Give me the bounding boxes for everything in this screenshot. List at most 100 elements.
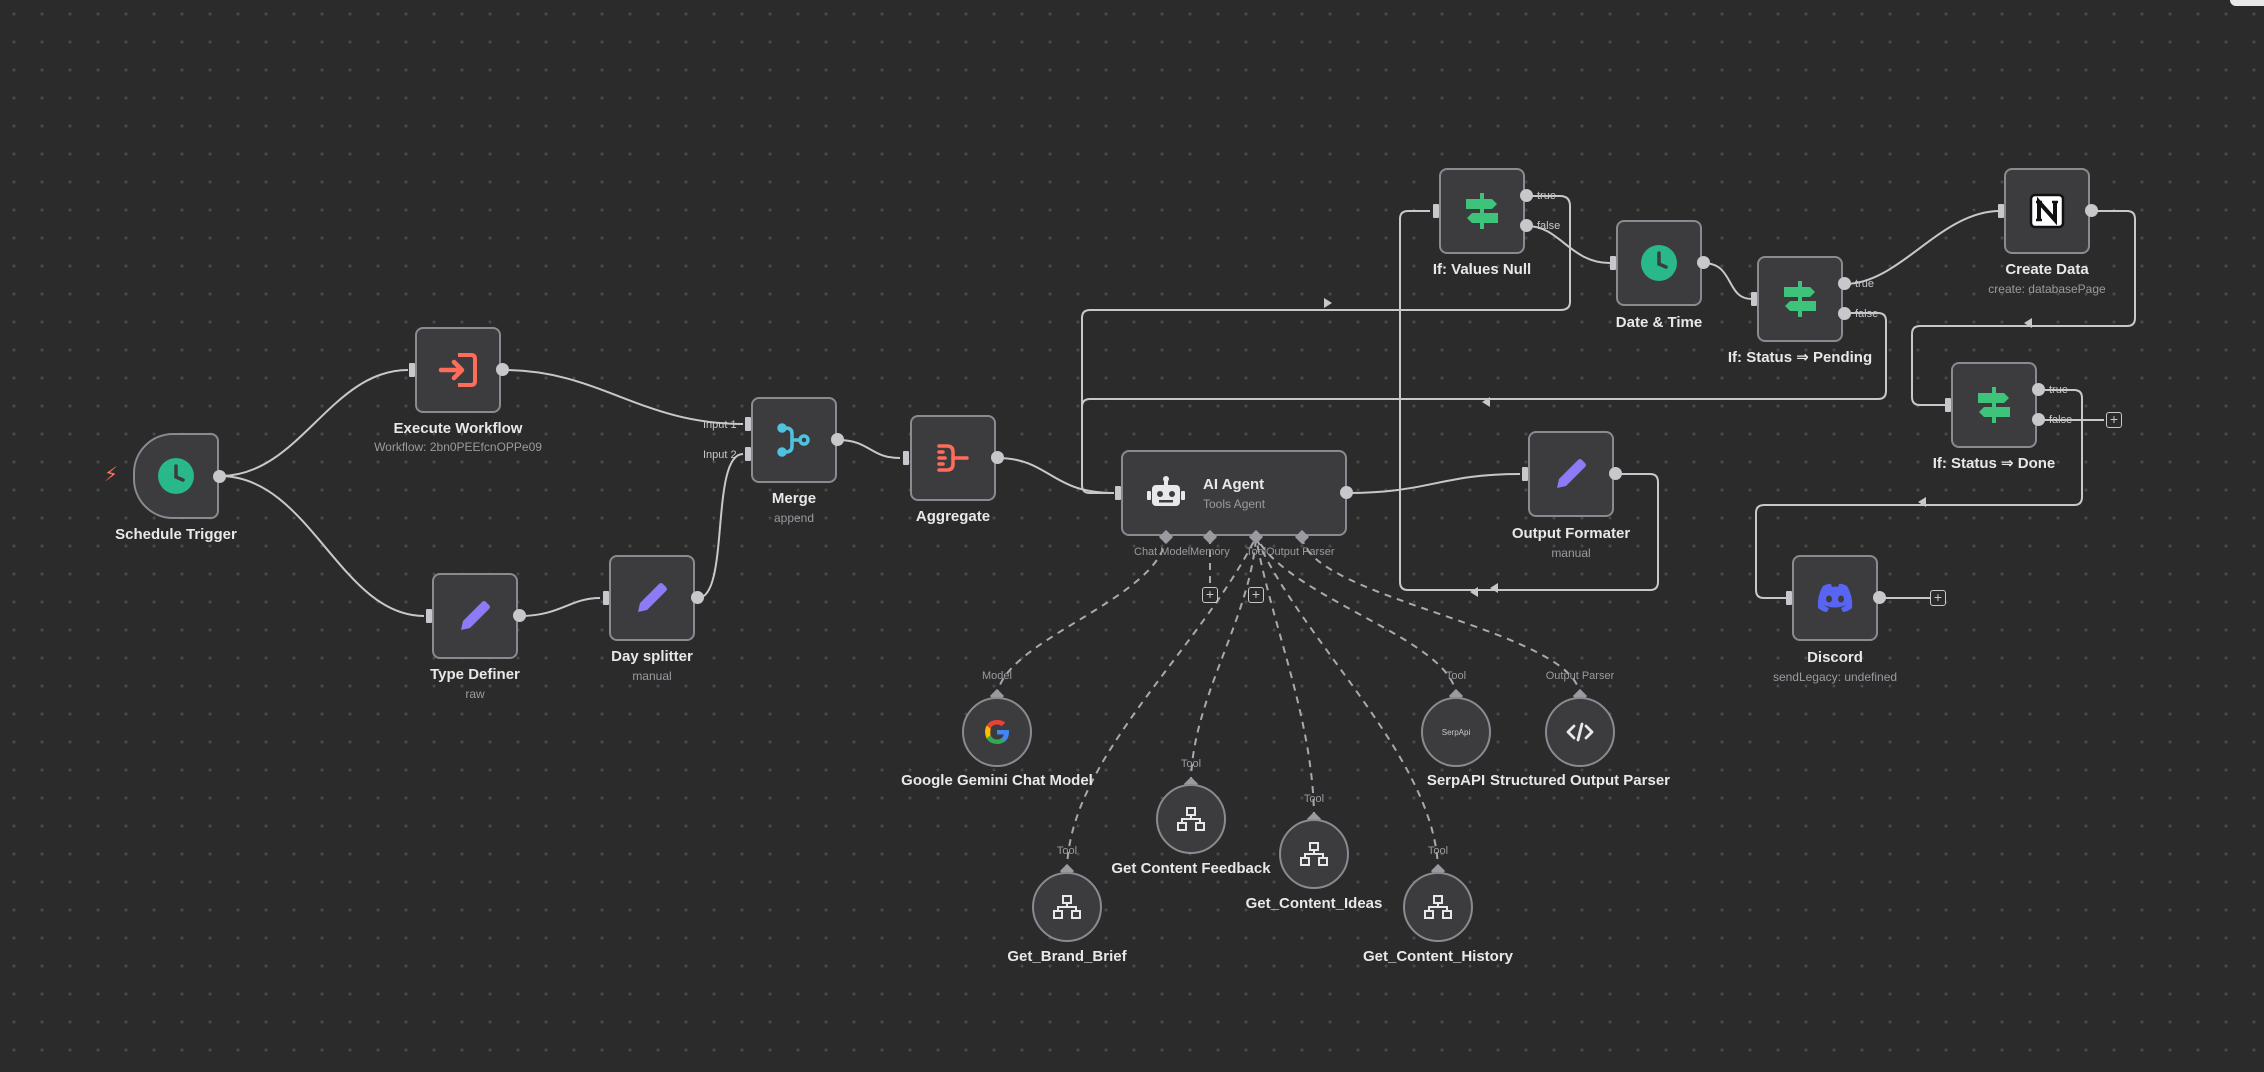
if-status-pending-label: If: Status ⇒ Pending xyxy=(1727,349,1873,366)
edge-ifnull-true-loop xyxy=(1081,195,1571,494)
if-status-done-node[interactable] xyxy=(1951,362,2037,448)
pencil-icon xyxy=(632,578,672,618)
get-content-ideas-node[interactable] xyxy=(1279,819,1349,889)
execute-workflow-sublabel: Workflow: 2bn0PEEfcnOPPe09 xyxy=(374,440,542,454)
edge-aggregate-agent xyxy=(996,457,1115,494)
if-values-null-true-label: true xyxy=(1537,190,1556,202)
day-splitter-sublabel: manual xyxy=(632,669,672,683)
if-status-pending-true-handle[interactable] xyxy=(1838,277,1851,290)
notion-icon xyxy=(2028,192,2066,230)
day-splitter-output-handle[interactable] xyxy=(691,591,704,604)
ai-agent-input-handle[interactable] xyxy=(1115,486,1121,500)
date-time-label: Date & Time xyxy=(1615,314,1703,331)
structured-output-parser-node[interactable] xyxy=(1545,697,1615,767)
execute-workflow-input-handle[interactable] xyxy=(409,363,415,377)
create-data-output-handle[interactable] xyxy=(2085,204,2098,217)
content-feedback-label: Get Content Feedback xyxy=(1111,860,1271,877)
edge-datetime-ifpending xyxy=(1702,262,1753,300)
get-content-feedback-node[interactable] xyxy=(1156,784,1226,854)
date-time-node[interactable] xyxy=(1616,220,1702,306)
pencil-icon xyxy=(1551,454,1591,494)
discord-label: Discord xyxy=(1807,649,1863,666)
discord-node[interactable] xyxy=(1792,555,1878,641)
if-status-done-add-button[interactable]: + xyxy=(2106,412,2122,428)
gemini-label: Google Gemini Chat Model xyxy=(901,772,1093,789)
execute-workflow-output-handle[interactable] xyxy=(496,363,509,376)
merge-input1-handle[interactable] xyxy=(745,417,751,431)
create-data-sublabel: create: databasePage xyxy=(1988,282,2106,296)
if-values-null-false-handle[interactable] xyxy=(1520,219,1533,232)
schedule-trigger-output-handle[interactable] xyxy=(213,470,226,483)
structured-parser-tag: Output Parser xyxy=(1545,670,1615,682)
discord-add-button[interactable]: + xyxy=(1930,590,1946,606)
if-values-null-node[interactable] xyxy=(1439,168,1525,254)
type-definer-input-handle[interactable] xyxy=(426,609,432,623)
if-status-pending-node[interactable] xyxy=(1757,256,1843,342)
discord-output-handle[interactable] xyxy=(1873,591,1886,604)
sitemap-icon xyxy=(1177,806,1205,832)
clock-icon xyxy=(156,456,196,496)
edge-history-tool xyxy=(1255,536,1439,873)
type-definer-sublabel: raw xyxy=(465,687,485,701)
if-status-done-false-handle[interactable] xyxy=(2032,413,2045,426)
if-status-pending-false-handle[interactable] xyxy=(1838,307,1851,320)
gemini-tag: Model xyxy=(982,670,1012,682)
output-formater-node[interactable] xyxy=(1528,431,1614,517)
add-memory-button[interactable]: + xyxy=(1202,587,1218,603)
type-definer-output-handle[interactable] xyxy=(513,609,526,622)
merge-output-handle[interactable] xyxy=(831,433,844,446)
create-data-node[interactable] xyxy=(2004,168,2090,254)
merge-node[interactable] xyxy=(751,397,837,483)
brand-brief-tag: Tool xyxy=(1056,845,1078,857)
date-time-output-handle[interactable] xyxy=(1697,256,1710,269)
aggregate-output-handle[interactable] xyxy=(991,451,1004,464)
sitemap-icon xyxy=(1053,894,1081,920)
google-icon xyxy=(983,718,1011,746)
if-status-done-true-handle[interactable] xyxy=(2032,383,2045,396)
ai-agent-node[interactable]: AI Agent Tools Agent xyxy=(1121,450,1347,536)
signpost-icon xyxy=(1462,191,1502,231)
signpost-icon xyxy=(1780,279,1820,319)
date-time-input-handle[interactable] xyxy=(1610,256,1616,270)
aggregate-node[interactable] xyxy=(910,415,996,501)
discord-input-handle[interactable] xyxy=(1786,591,1792,605)
create-data-input-handle[interactable] xyxy=(1998,204,2004,218)
ai-agent-tool-label: Tool xyxy=(1246,546,1267,558)
if-values-null-input-handle[interactable] xyxy=(1433,204,1439,218)
edge-pending-false-loop xyxy=(1081,312,1887,408)
discord-sublabel: sendLegacy: undefined xyxy=(1772,670,1898,684)
add-tool-button[interactable]: + xyxy=(1248,587,1264,603)
clock-icon xyxy=(1639,243,1679,283)
type-definer-node[interactable] xyxy=(432,573,518,659)
aggregate-input-handle[interactable] xyxy=(903,451,909,465)
if-status-pending-false-label: false xyxy=(1855,308,1879,320)
output-formater-output-handle[interactable] xyxy=(1609,467,1622,480)
code-icon xyxy=(1566,721,1594,743)
google-gemini-node[interactable] xyxy=(962,697,1032,767)
aggregate-label: Aggregate xyxy=(915,508,991,525)
edge-formater-loop xyxy=(1399,210,1659,591)
merge-label: Merge xyxy=(771,490,817,507)
if-status-pending-input-handle[interactable] xyxy=(1751,292,1757,306)
serpapi-node[interactable]: SerpApi xyxy=(1421,697,1491,767)
day-splitter-node[interactable] xyxy=(609,555,695,641)
if-status-done-input-handle[interactable] xyxy=(1945,398,1951,412)
get-brand-brief-node[interactable] xyxy=(1032,872,1102,942)
ai-agent-subtitle: Tools Agent xyxy=(1203,496,1266,511)
sitemap-icon xyxy=(1424,894,1452,920)
create-data-label: Create Data xyxy=(2005,261,2089,278)
content-history-tag: Tool xyxy=(1427,845,1449,857)
execute-workflow-node[interactable] xyxy=(415,327,501,413)
ai-agent-output-handle[interactable] xyxy=(1340,486,1353,499)
output-formater-input-handle[interactable] xyxy=(1522,467,1528,481)
day-splitter-input-handle[interactable] xyxy=(603,591,609,605)
schedule-trigger-node[interactable] xyxy=(133,433,219,519)
get-content-history-node[interactable] xyxy=(1403,872,1473,942)
if-values-null-true-handle[interactable] xyxy=(1520,189,1533,202)
content-ideas-tag: Tool xyxy=(1303,793,1325,805)
aggregate-icon xyxy=(933,438,973,478)
ai-agent-memory-label: Memory xyxy=(1190,546,1230,558)
merge-input2-handle[interactable] xyxy=(745,447,751,461)
edge-createdata-ifdone xyxy=(1911,210,2136,406)
